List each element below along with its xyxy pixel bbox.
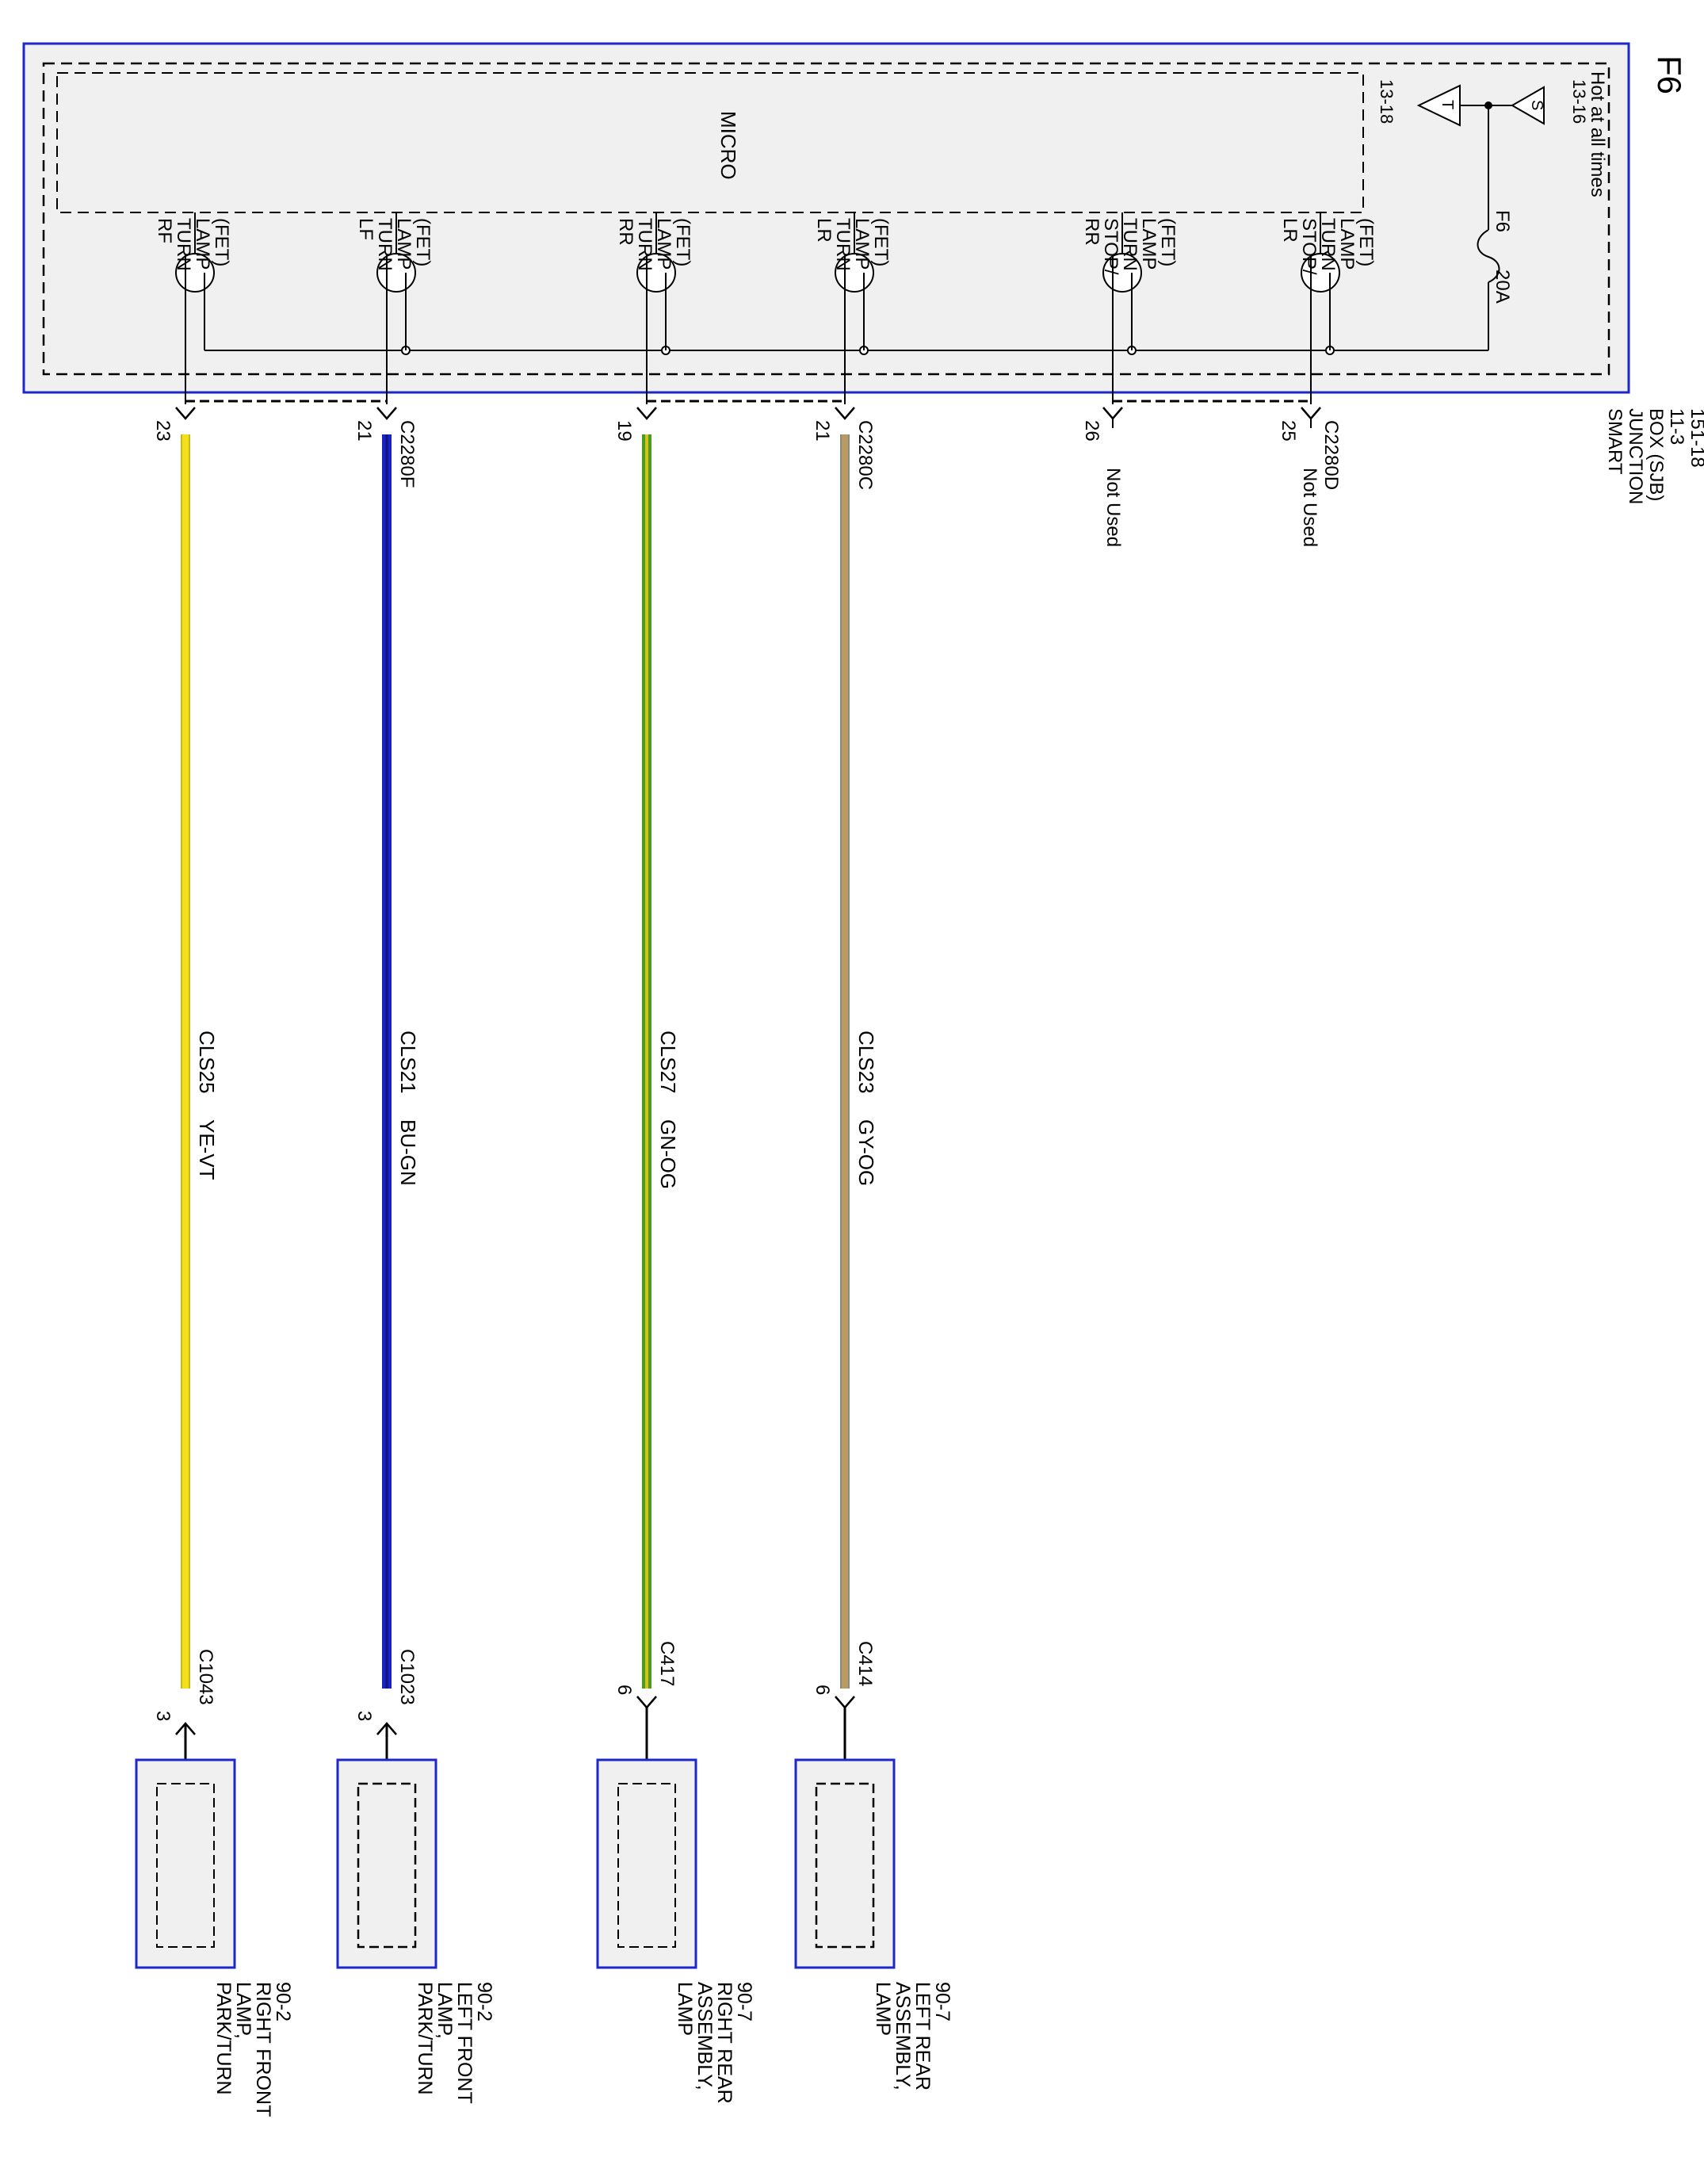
component-right-front-lamp (135, 1758, 236, 1969)
hot-at-all-times-label: Hot at all times (1587, 71, 1608, 197)
sjb-inner-boundary (42, 62, 1610, 376)
connector-c1043-label: C1043 (195, 1649, 216, 1705)
fet-rf (175, 212, 215, 404)
connector-c414-label: C414 (854, 1641, 876, 1686)
driver-label-rf: RF TURN LAMP (FET) (154, 218, 232, 276)
wire-cls27-circuit: CLS27 (656, 1031, 680, 1094)
pin-c2280d-26-arrow (1102, 407, 1123, 420)
fuse-id: F6 (1492, 210, 1513, 232)
pin-c2280c-19-arrow (636, 407, 657, 420)
fet-lr-stop (1301, 212, 1340, 404)
driver-label-rr-turn: RR TURN LAMP (FET) (615, 218, 693, 276)
driver-label-rr-stop: RR STOP/ TURN LAMP (FET) (1081, 218, 1179, 280)
pin-c2280f-21-number: 21 (353, 420, 375, 442)
pin-c2280f-23-number: 23 (152, 420, 174, 442)
fuse-rating: 20A (1492, 270, 1513, 304)
s-supply-label: S (1528, 100, 1545, 110)
driver-label-lr-turn: LR TURN LAMP (FET) (813, 218, 892, 276)
component-right-front-label: PARK/TURN LAMP, RIGHT FRONT 90-2 (212, 1982, 294, 2122)
connector-c2280f-label: C2280F (396, 420, 418, 488)
s-supply-ref: 13-16 (1569, 79, 1589, 124)
wire-cls25-circuit: CLS25 (195, 1031, 219, 1094)
pin-c2280d-26-number: 26 (1081, 420, 1102, 442)
sjb-name: SMART JUNCTION BOX (SJB) 11-3 151-18 (1604, 408, 1704, 510)
component-left-front-label: PARK/TURN LAMP, LEFT FRONT 90-2 (414, 1982, 495, 2109)
s-supply-triangle (1510, 86, 1545, 125)
wire-cls23-circuit: CLS23 (854, 1031, 878, 1094)
connector-c1043-pin: 3 (152, 1711, 174, 1721)
wire-cls23-color: GY-OG (854, 1119, 878, 1186)
pin-c2280d-25-note: Not Used (1299, 468, 1320, 547)
pin-c2280f-23-arrow (175, 407, 196, 420)
fet-rr-stop (1102, 212, 1142, 404)
component-left-rear-label: LAMP ASSEMBLY, LEFT REAR 90-7 (872, 1982, 953, 2096)
connector-c417-label: C417 (656, 1641, 678, 1686)
wire-cls21-color: BU-GN (396, 1119, 420, 1186)
wire-cls21-circuit: CLS21 (396, 1031, 420, 1094)
connector-c1023-label: C1023 (396, 1649, 418, 1705)
component-right-rear-lamp (596, 1758, 697, 1969)
micro-block (56, 72, 1364, 213)
fet-lf (376, 212, 416, 404)
fet-rr-turn (636, 212, 676, 404)
fuse-f6-symbol (1477, 229, 1500, 283)
page-label: F6 (1651, 55, 1688, 94)
component-right-rear-label: LAMP ASSEMBLY, RIGHT REAR 90-7 (674, 1982, 755, 2109)
t-supply-ref: 13-18 (1377, 79, 1396, 124)
connector-c417-pin: 6 (613, 1685, 635, 1695)
component-left-front-lamp (336, 1758, 437, 1969)
connector-c1023-pin: 3 (353, 1711, 375, 1721)
component-left-rear-lamp (794, 1758, 896, 1969)
driver-label-lf: LF TURN LAMP (FET) (355, 218, 434, 276)
pin-c2280d-25-number: 25 (1278, 420, 1299, 442)
pin-c2280d-26-note: Not Used (1102, 468, 1124, 547)
wire-cls25-color: YE-VT (195, 1119, 219, 1180)
pin-c2280c-19-number: 19 (613, 420, 635, 442)
connector-c2280d-label: C2280D (1320, 420, 1342, 490)
pin-c2280f-21-arrow (376, 407, 397, 420)
pin-c2280d-25-arrow (1301, 407, 1321, 420)
pin-c2280c-21-number: 21 (812, 420, 833, 442)
wire-cls27-color: GN-OG (656, 1119, 680, 1189)
driver-label-lr-stop: LR STOP/ TURN LAMP (FET) (1279, 218, 1377, 280)
fet-lr-turn (835, 212, 874, 404)
t-supply-label: T (1438, 100, 1456, 109)
micro-label: MICRO (716, 111, 740, 180)
pin-c2280c-21-arrow (835, 407, 855, 420)
connector-c2280c-label: C2280C (854, 420, 876, 490)
connector-c414-pin: 6 (812, 1685, 833, 1695)
sjb-frame (22, 42, 1630, 394)
